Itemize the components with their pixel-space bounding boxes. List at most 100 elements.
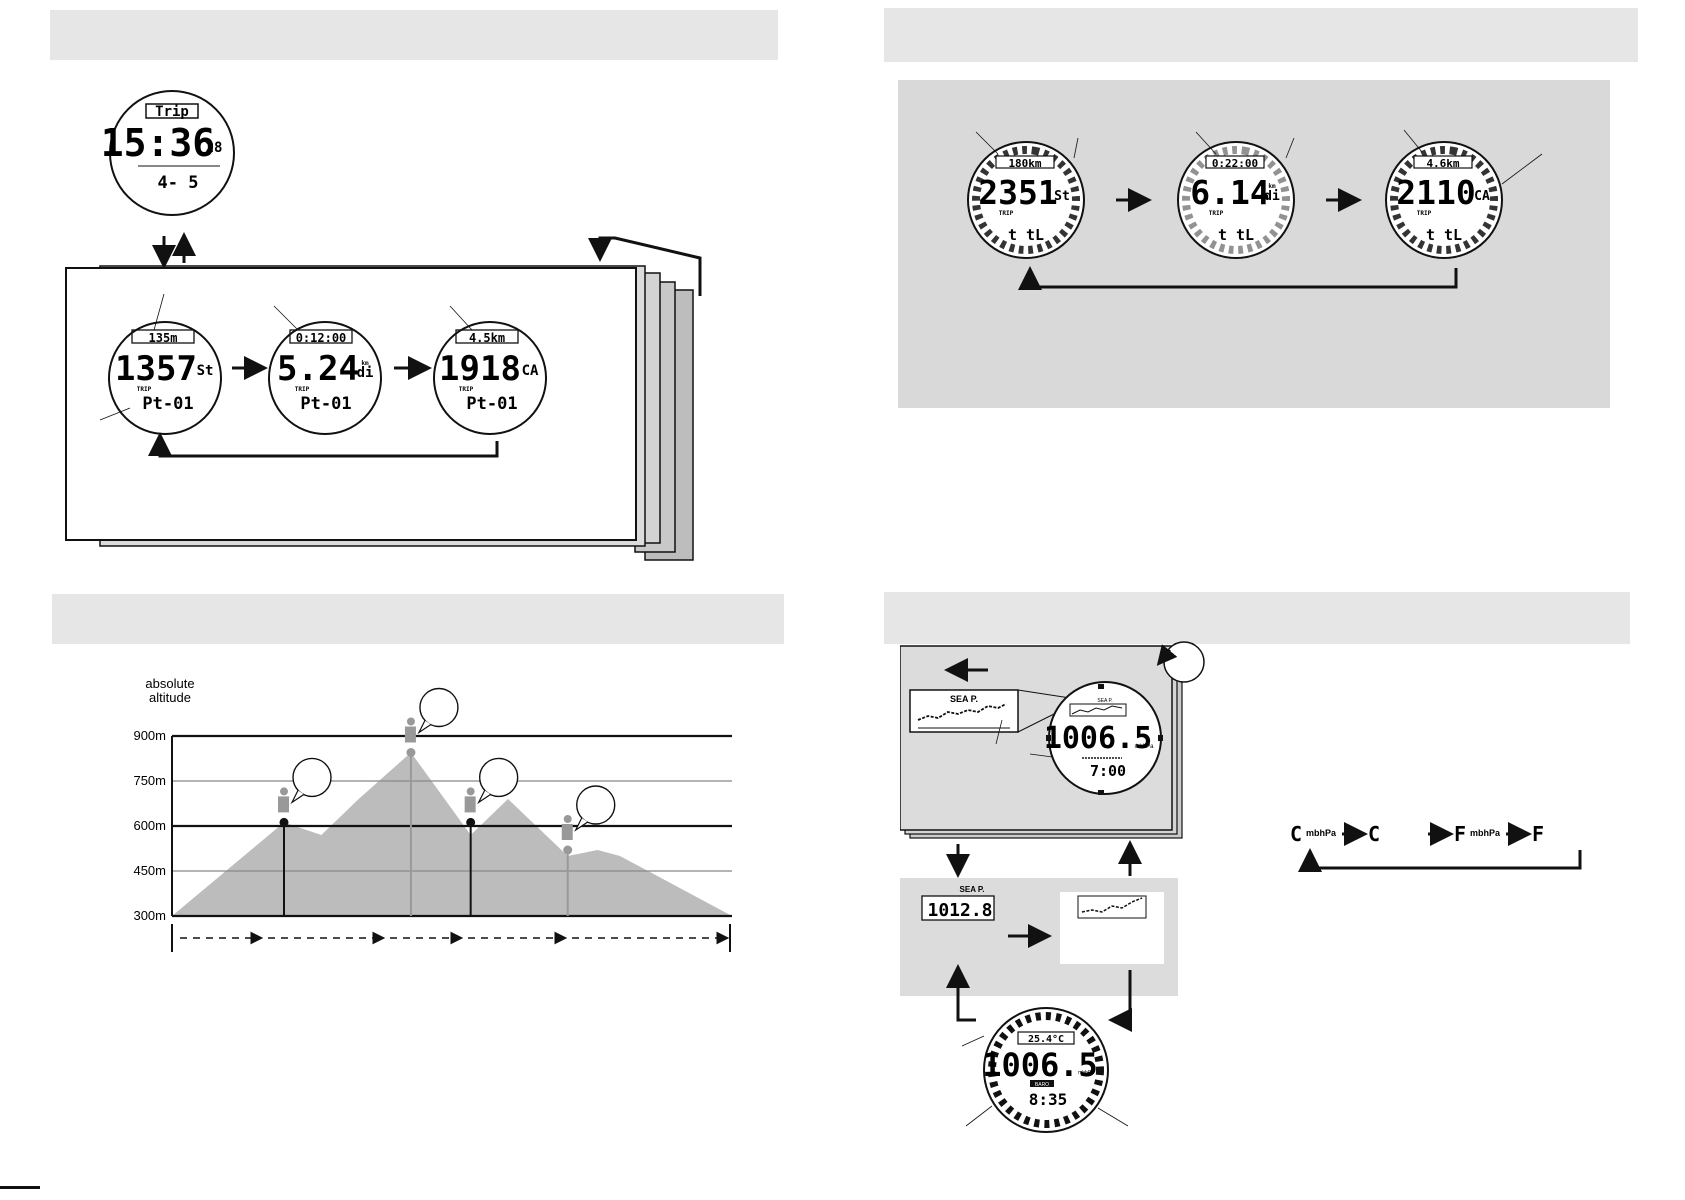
bottom-watch-top: 25.4°C [1028, 1034, 1064, 1045]
checkpoint-marker-1 [278, 757, 332, 916]
section-header-baro [884, 592, 1630, 644]
total-return-arrow [1018, 266, 1458, 290]
sea-value: 1012.8 [927, 900, 992, 921]
trip-time-watch: Trip 15:36 28 4- 5 [101, 90, 235, 216]
trip-screen-distance: 0:12:00 5.24 km di TRIP Pt-01 [268, 305, 382, 435]
ytick-label-600: 600m [133, 818, 166, 833]
trip-calories-badge: TRIP [459, 386, 474, 393]
trip-steps-bottom: Pt-01 [142, 394, 193, 414]
trip-distance-badge: TRIP [295, 386, 310, 393]
chart-ylabel-line1: absolute [145, 676, 194, 691]
unit-cycle-symbol-4: F [1532, 822, 1544, 846]
ytick-label-300: 300m [133, 908, 166, 923]
total-calories-top: 4.6km [1426, 157, 1459, 170]
trend-mini-panel [1060, 892, 1164, 964]
baro-pressure: 1006.5 [1044, 721, 1152, 756]
total-steps-main: 2351 [978, 173, 1057, 212]
bottom-watch-badge: BARO [1035, 1082, 1049, 1088]
unit-cycle-symbol-3: F [1454, 822, 1466, 846]
unit-cycle-symbol-2: C [1368, 822, 1380, 846]
section-header-trip [50, 10, 778, 60]
trip-calories-main: 1918 [439, 349, 521, 389]
total-steps-bottom: t tL [1008, 226, 1044, 244]
total-calories-main: 2110 [1396, 173, 1475, 212]
total-mode-diagram: 180km 2351 St TRIP t tL 0:22:00 6.14 km … [967, 129, 1543, 290]
trip-steps-main: 1357 [115, 349, 197, 389]
total-distance-unit-small: km [1268, 183, 1276, 190]
total-calories-unit: CA [1474, 189, 1490, 204]
total-calories-badge: TRIP [1417, 210, 1432, 217]
total-distance-bottom: t tL [1218, 226, 1254, 244]
speech-bubble [576, 785, 616, 825]
trip-calories-top: 4.5km [469, 331, 505, 345]
bottom-watch-unit: mbhPa [1078, 1070, 1094, 1076]
hiker-icon [404, 726, 416, 743]
trip-calories-bottom: Pt-01 [466, 394, 517, 414]
speech-bubble [478, 757, 519, 798]
total-steps-badge: TRIP [999, 210, 1014, 217]
unit-cycle: C mbhPa C F mbhPa F [1290, 822, 1582, 872]
unit-cycle-unit-3: mbhPa [1470, 828, 1501, 838]
trip-distance-unit-small: km [361, 360, 369, 367]
pressure-trend-line [917, 703, 1007, 721]
trip-steps-top: 135m [149, 331, 178, 345]
total-distance-badge: TRIP [1209, 210, 1224, 217]
bottom-watch-main: 1006.5 [982, 1046, 1098, 1084]
hiker-icon [464, 796, 476, 813]
baro-bottom-watch: 25.4°C 1006.5 mbhPa BARO 8:35 [961, 1007, 1129, 1133]
hiker-icon [561, 824, 573, 840]
trip-steps-badge: TRIP [137, 386, 152, 393]
total-screen-calories: 4.6km 2110 CA TRIP t tL [1385, 129, 1543, 259]
trip-distance-top: 0:12:00 [296, 331, 347, 345]
total-distance-top: 0:22:00 [1212, 157, 1258, 170]
trip-mode-diagram: Trip 15:36 28 4- 5 135m 1357 St TRIP Pt-… [65, 90, 702, 561]
total-distance-main: 6.14 [1190, 173, 1269, 212]
total-steps-top: 180km [1008, 157, 1041, 170]
trip-screen-steps: 135m 1357 St TRIP Pt-01 [99, 293, 222, 435]
time-watch-time: 15:36 [101, 121, 215, 165]
graph-label: SEA P. [950, 694, 978, 704]
total-distance-unit: di [1264, 189, 1280, 204]
trip-distance-unit: di [357, 365, 374, 381]
page-cycle-arrow [588, 236, 702, 296]
checkpoint-marker-3 [464, 757, 519, 916]
trip-return-arrow [148, 432, 499, 458]
baro-pressure-unit: mbhPa [1134, 744, 1154, 750]
total-steps-unit: St [1054, 189, 1070, 204]
chart-ylabel-line2: altitude [149, 690, 191, 705]
checkpoint-marker-2 [404, 687, 459, 916]
route-segments [171, 924, 731, 952]
bottom-watch-time: 8:35 [1029, 1090, 1068, 1109]
total-screen-distance: 0:22:00 6.14 km di TRIP t tL [1177, 131, 1295, 259]
mountain-area [172, 752, 732, 916]
hiker-icon [278, 796, 289, 813]
trip-screen-calories: 4.5km 1918 CA TRIP Pt-01 [433, 305, 547, 435]
unit-cycle-unit-1: mbhPa [1306, 828, 1337, 838]
time-watch-label: Trip [155, 104, 189, 120]
ytick-label-900: 900m [133, 728, 166, 743]
panel-corner-circle [1163, 641, 1205, 683]
sea-label: SEA P. [960, 885, 985, 894]
ytick-label-750: 750m [133, 773, 166, 788]
time-watch-date: 4- 5 [158, 173, 199, 193]
baro-time-small: 7:00 [1090, 762, 1126, 780]
section-header-total [884, 8, 1638, 62]
trip-distance-main: 5.24 [277, 349, 359, 389]
trip-distance-bottom: Pt-01 [300, 394, 351, 414]
total-screen-steps: 180km 2351 St TRIP t tL [967, 131, 1085, 259]
time-watch-seconds: 28 [206, 140, 223, 156]
trip-calories-unit: CA [522, 363, 539, 379]
footer-rule [0, 1186, 40, 1189]
watch-small-label: SEA P. [1097, 698, 1112, 704]
speech-bubble [419, 687, 459, 728]
section-header-altitude [52, 594, 784, 644]
checkpoint-marker-4 [561, 785, 616, 916]
ytick-label-450: 450m [133, 863, 166, 878]
trip-steps-unit: St [197, 363, 214, 379]
altitude-chart: absolute altitude 900m 750m 600m 450m 300m [133, 676, 732, 952]
baro-mode-diagram: SEA P. SEA P. 1006.5 mbhPa 7:00 SEA P. 1… [900, 641, 1582, 1133]
total-calories-bottom: t tL [1426, 226, 1462, 244]
unit-cycle-symbol-1: C [1290, 822, 1302, 846]
baro-panel-watch: SEA P. 1006.5 mbhPa 7:00 [1044, 681, 1163, 795]
speech-bubble [292, 757, 332, 798]
